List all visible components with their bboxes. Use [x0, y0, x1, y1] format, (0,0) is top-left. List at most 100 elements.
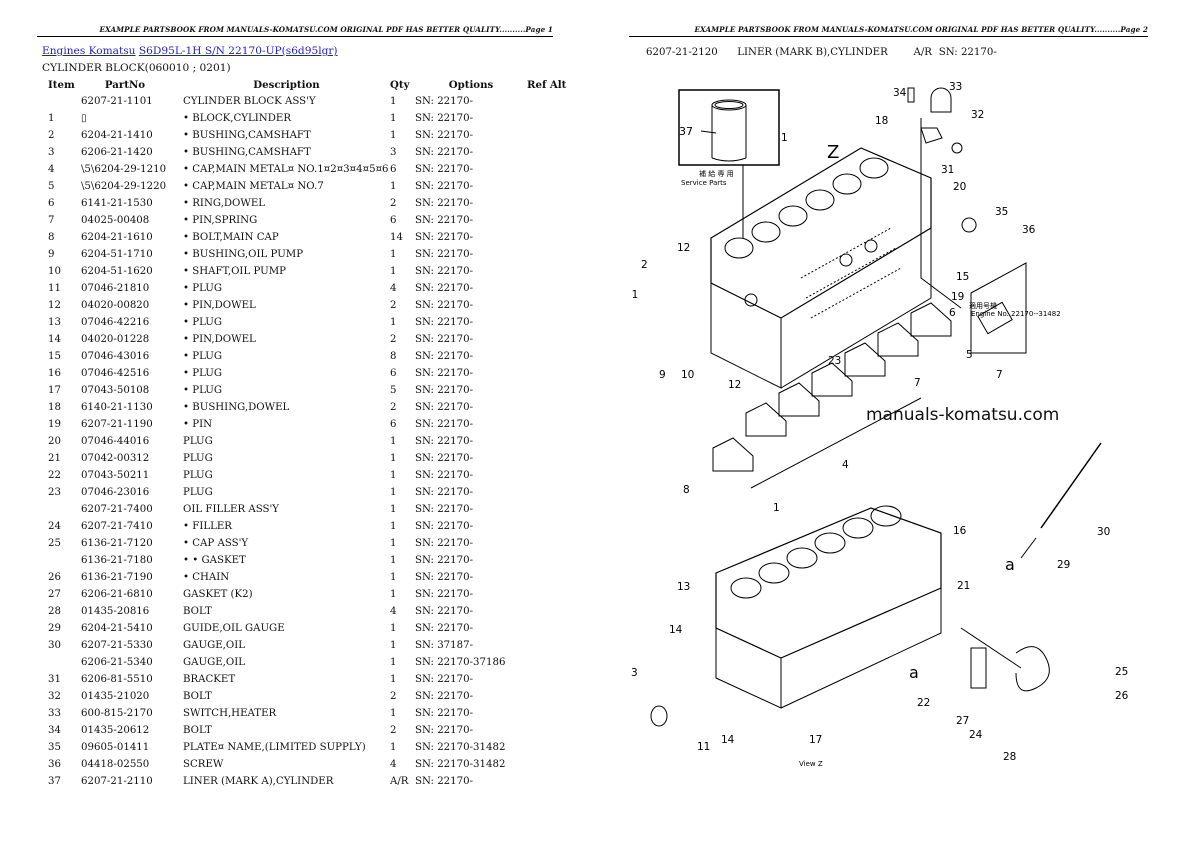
- part-number: ▯: [81, 113, 87, 124]
- item-number: 35: [48, 742, 61, 753]
- part-options: SN: 22170-: [415, 589, 474, 600]
- part-description: • SHAFT,OIL PUMP: [183, 266, 286, 277]
- ref-alt: [527, 433, 567, 450]
- svg-text:10: 10: [681, 369, 694, 381]
- part-number: 6206-21-1420: [81, 147, 153, 158]
- ref-alt: [527, 229, 567, 246]
- table-header-row: Item PartNo Description Qty Options Ref …: [44, 76, 567, 93]
- svg-text:14: 14: [669, 624, 683, 636]
- svg-text:32: 32: [971, 109, 984, 121]
- svg-text:Engine No. 22170--31482: Engine No. 22170--31482: [971, 310, 1061, 318]
- item-number: 10: [48, 266, 61, 277]
- service-parts-box: 37 補 給 専 用 Service Parts: [678, 89, 780, 238]
- svg-text:7: 7: [996, 369, 1003, 381]
- part-number: 6207-21-1190: [81, 419, 153, 430]
- part-qty: A/R: [913, 47, 932, 58]
- svg-text:21: 21: [957, 580, 970, 592]
- part-options: SN: 22170-: [415, 521, 474, 532]
- part-description: • BUSHING,CAMSHAFT: [183, 130, 311, 141]
- part-qty: 2: [390, 402, 397, 413]
- part-qty: 8: [390, 351, 397, 362]
- part-number: 6206-21-6810: [81, 589, 153, 600]
- ref-alt: [527, 93, 567, 110]
- item-number: 8: [48, 232, 55, 243]
- item-number: 21: [48, 453, 61, 464]
- part-qty: 1: [390, 453, 397, 464]
- part-description: PLUG: [183, 470, 213, 481]
- item-number: 20: [48, 436, 61, 447]
- part-description: • BUSHING,DOWEL: [183, 402, 290, 413]
- part-description: • CAP ASS'Y: [183, 538, 249, 549]
- part-number: 07046-21810: [81, 283, 150, 294]
- part-description: BRACKET: [183, 674, 236, 685]
- part-description: GAUGE,OIL: [183, 657, 246, 668]
- part-qty: 1: [390, 436, 397, 447]
- part-description: • PIN,DOWEL: [183, 300, 256, 311]
- cylinder-block-upper: [710, 147, 932, 389]
- item-number: 34: [48, 725, 61, 736]
- part-description: • • GASKET: [183, 555, 246, 566]
- ref-alt: [527, 535, 567, 552]
- item-number: 27: [48, 589, 61, 600]
- item-number: 16: [48, 368, 61, 379]
- part-qty: 14: [390, 232, 403, 243]
- part-qty: 1: [390, 555, 397, 566]
- part-description: • FILLER: [183, 521, 232, 532]
- part-description: • BUSHING,OIL PUMP: [183, 249, 304, 260]
- svg-text:16: 16: [953, 525, 967, 537]
- part-description: • CHAIN: [183, 572, 230, 583]
- item-number: 37: [48, 776, 61, 787]
- section-title: CYLINDER BLOCK(060010 ; 0201): [42, 62, 231, 74]
- svg-text:29: 29: [1057, 559, 1070, 571]
- part-qty: 1: [390, 470, 397, 481]
- part-qty: 1: [390, 130, 397, 141]
- ref-alt: [527, 365, 567, 382]
- column-header-item: Item: [48, 78, 75, 91]
- part-qty: 6: [390, 419, 397, 430]
- heater-switch-assembly: [907, 87, 977, 309]
- part-number: 01435-21020: [81, 691, 150, 702]
- part-number: 07042-00312: [81, 453, 150, 464]
- table-row: 4\5\6204-29-1210• CAP,MAIN METAL¤ NO.1¤2…: [44, 161, 567, 178]
- part-options: SN: 22170-: [415, 776, 474, 787]
- svg-text:1: 1: [781, 132, 788, 144]
- part-qty: 1: [390, 181, 397, 192]
- item-number: 6: [48, 198, 55, 209]
- part-description: BOLT: [183, 725, 212, 736]
- ref-alt: [527, 280, 567, 297]
- ref-alt: [527, 671, 567, 688]
- breadcrumb-link-model[interactable]: S6D95L-1H S/N 22170-UP(s6d95lgr): [138, 45, 338, 57]
- part-options: SN: 22170-: [415, 691, 474, 702]
- ref-alt: [527, 756, 567, 773]
- svg-text:18: 18: [875, 115, 888, 127]
- part-number: \5\6204-29-1210: [81, 164, 167, 175]
- part-number: 07046-43016: [81, 351, 150, 362]
- item-number: 23: [48, 487, 61, 498]
- part-description: PLUG: [183, 487, 213, 498]
- part-number: 6207-21-1101: [81, 96, 153, 107]
- item-number: 2: [48, 130, 55, 141]
- item-number: 13: [48, 317, 61, 328]
- part-description: • PLUG: [183, 385, 223, 396]
- svg-text:20: 20: [953, 181, 966, 193]
- part-description: OIL FILLER ASS'Y: [183, 504, 280, 515]
- item-number: 36: [48, 759, 61, 770]
- part-options: SN: 22170-: [415, 419, 474, 430]
- ref-alt: [527, 688, 567, 705]
- part-qty: 1: [390, 266, 397, 277]
- part-options: SN: 22170-: [415, 708, 474, 719]
- part-options: SN: 22170-: [415, 181, 474, 192]
- breadcrumb-link-engines[interactable]: Engines Komatsu: [42, 45, 136, 57]
- part-qty: 1: [390, 742, 397, 753]
- part-options: SN: 22170-: [415, 623, 474, 634]
- item-number: [44, 654, 81, 671]
- ref-alt: [527, 773, 567, 790]
